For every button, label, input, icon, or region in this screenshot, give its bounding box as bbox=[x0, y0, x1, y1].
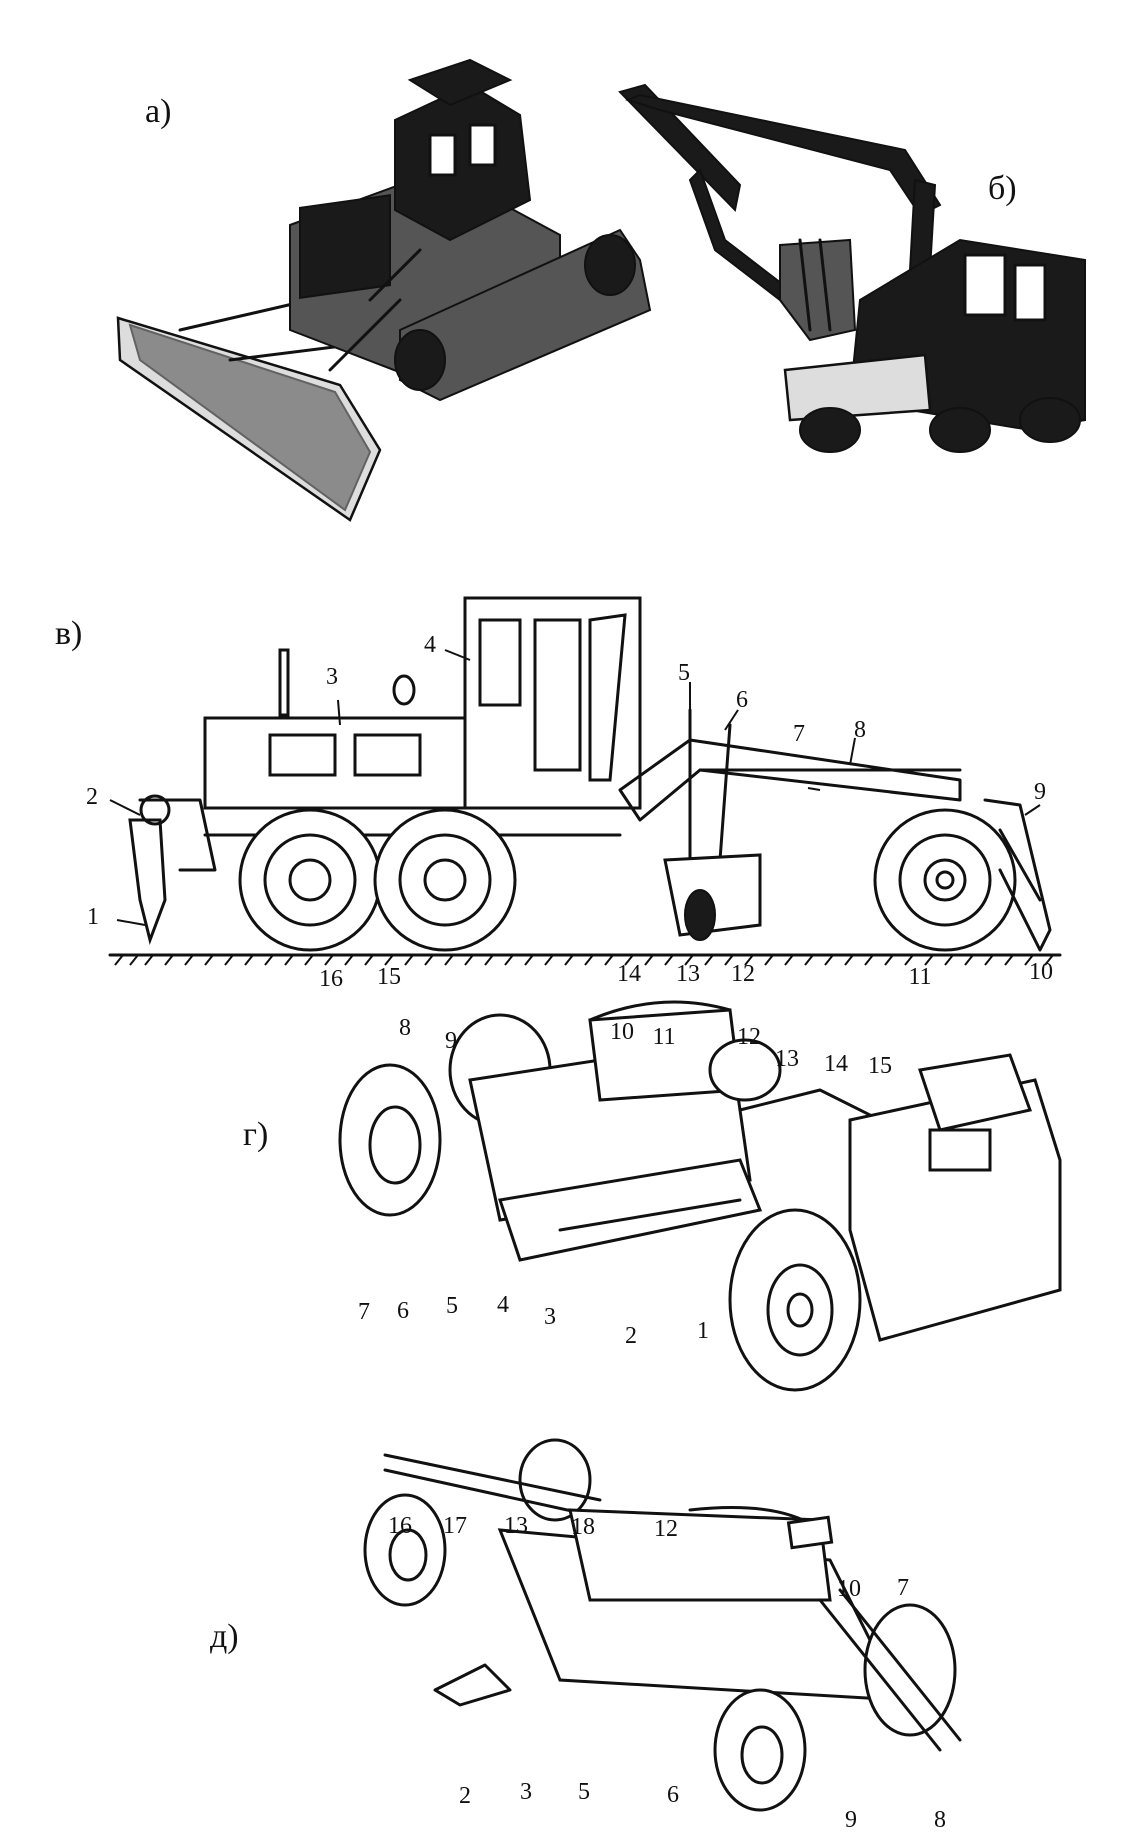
callout-g-13: 13 bbox=[775, 1046, 799, 1072]
callout-d-6: 6 bbox=[667, 1782, 679, 1808]
callout-v-5: 5 bbox=[678, 660, 690, 686]
callout-v-2: 2 bbox=[86, 784, 98, 810]
towed-scraper-illustration bbox=[363, 1438, 962, 1812]
callout-v-6: 6 bbox=[736, 687, 748, 713]
motor-grader-illustration bbox=[108, 596, 1062, 966]
panel-label-v: в) bbox=[55, 615, 83, 652]
callout-v-16: 16 bbox=[319, 966, 343, 992]
callout-v-4: 4 bbox=[424, 632, 436, 658]
callout-g-3: 3 bbox=[544, 1304, 556, 1330]
panel-label-g: г) bbox=[243, 1116, 269, 1153]
callout-d-7: 7 bbox=[897, 1575, 909, 1601]
panel-label-d: д) bbox=[210, 1618, 239, 1655]
callout-d-2: 2 bbox=[459, 1783, 471, 1809]
callout-g-5: 5 bbox=[446, 1293, 458, 1319]
callout-v-10: 10 bbox=[1029, 959, 1053, 985]
callout-d-3: 3 bbox=[520, 1779, 532, 1805]
callout-g-6: 6 bbox=[397, 1298, 409, 1324]
callout-v-1: 1 bbox=[87, 904, 99, 930]
callout-v-7: 7 bbox=[793, 721, 805, 747]
callout-v-12: 12 bbox=[731, 961, 755, 987]
callout-g-9: 9 bbox=[445, 1028, 457, 1054]
callout-g-15: 15 bbox=[868, 1053, 892, 1079]
excavator-illustration bbox=[618, 83, 1086, 453]
callout-g-14: 14 bbox=[824, 1051, 848, 1077]
callout-d-13: 13 bbox=[504, 1513, 528, 1539]
bulldozer-illustration bbox=[116, 58, 652, 522]
callout-d-5: 5 bbox=[578, 1779, 590, 1805]
callout-g-2: 2 bbox=[625, 1323, 637, 1349]
callout-g-4: 4 bbox=[497, 1292, 509, 1318]
callout-d-16: 16 bbox=[388, 1513, 412, 1539]
callout-v-3: 3 bbox=[326, 664, 338, 690]
callout-d-18: 18 bbox=[571, 1514, 595, 1540]
callout-g-10: 10 bbox=[610, 1019, 634, 1045]
callout-d-10: 10 bbox=[837, 1576, 861, 1602]
callout-v-8: 8 bbox=[854, 717, 866, 743]
panel-label-a: а) bbox=[145, 93, 172, 130]
callout-v-9: 9 bbox=[1034, 779, 1046, 805]
leader-lines bbox=[109, 649, 1041, 926]
self-propelled-scraper-illustration bbox=[338, 1000, 1062, 1392]
callout-v-14: 14 bbox=[617, 961, 641, 987]
callout-v-15: 15 bbox=[377, 964, 401, 990]
callout-g-8: 8 bbox=[399, 1015, 411, 1041]
callout-d-8: 8 bbox=[934, 1807, 946, 1833]
callout-g-11: 11 bbox=[652, 1024, 676, 1050]
panel-label-b: б) bbox=[988, 170, 1017, 207]
callout-v-13: 13 bbox=[676, 961, 700, 987]
callout-v-11: 11 bbox=[908, 964, 932, 990]
callout-d-17: 17 bbox=[443, 1513, 467, 1539]
callout-g-12: 12 bbox=[737, 1024, 761, 1050]
callout-d-9: 9 bbox=[845, 1807, 857, 1833]
callout-g-7: 7 bbox=[358, 1299, 370, 1325]
callout-d-12: 12 bbox=[654, 1516, 678, 1542]
callout-g-1: 1 bbox=[697, 1318, 709, 1344]
